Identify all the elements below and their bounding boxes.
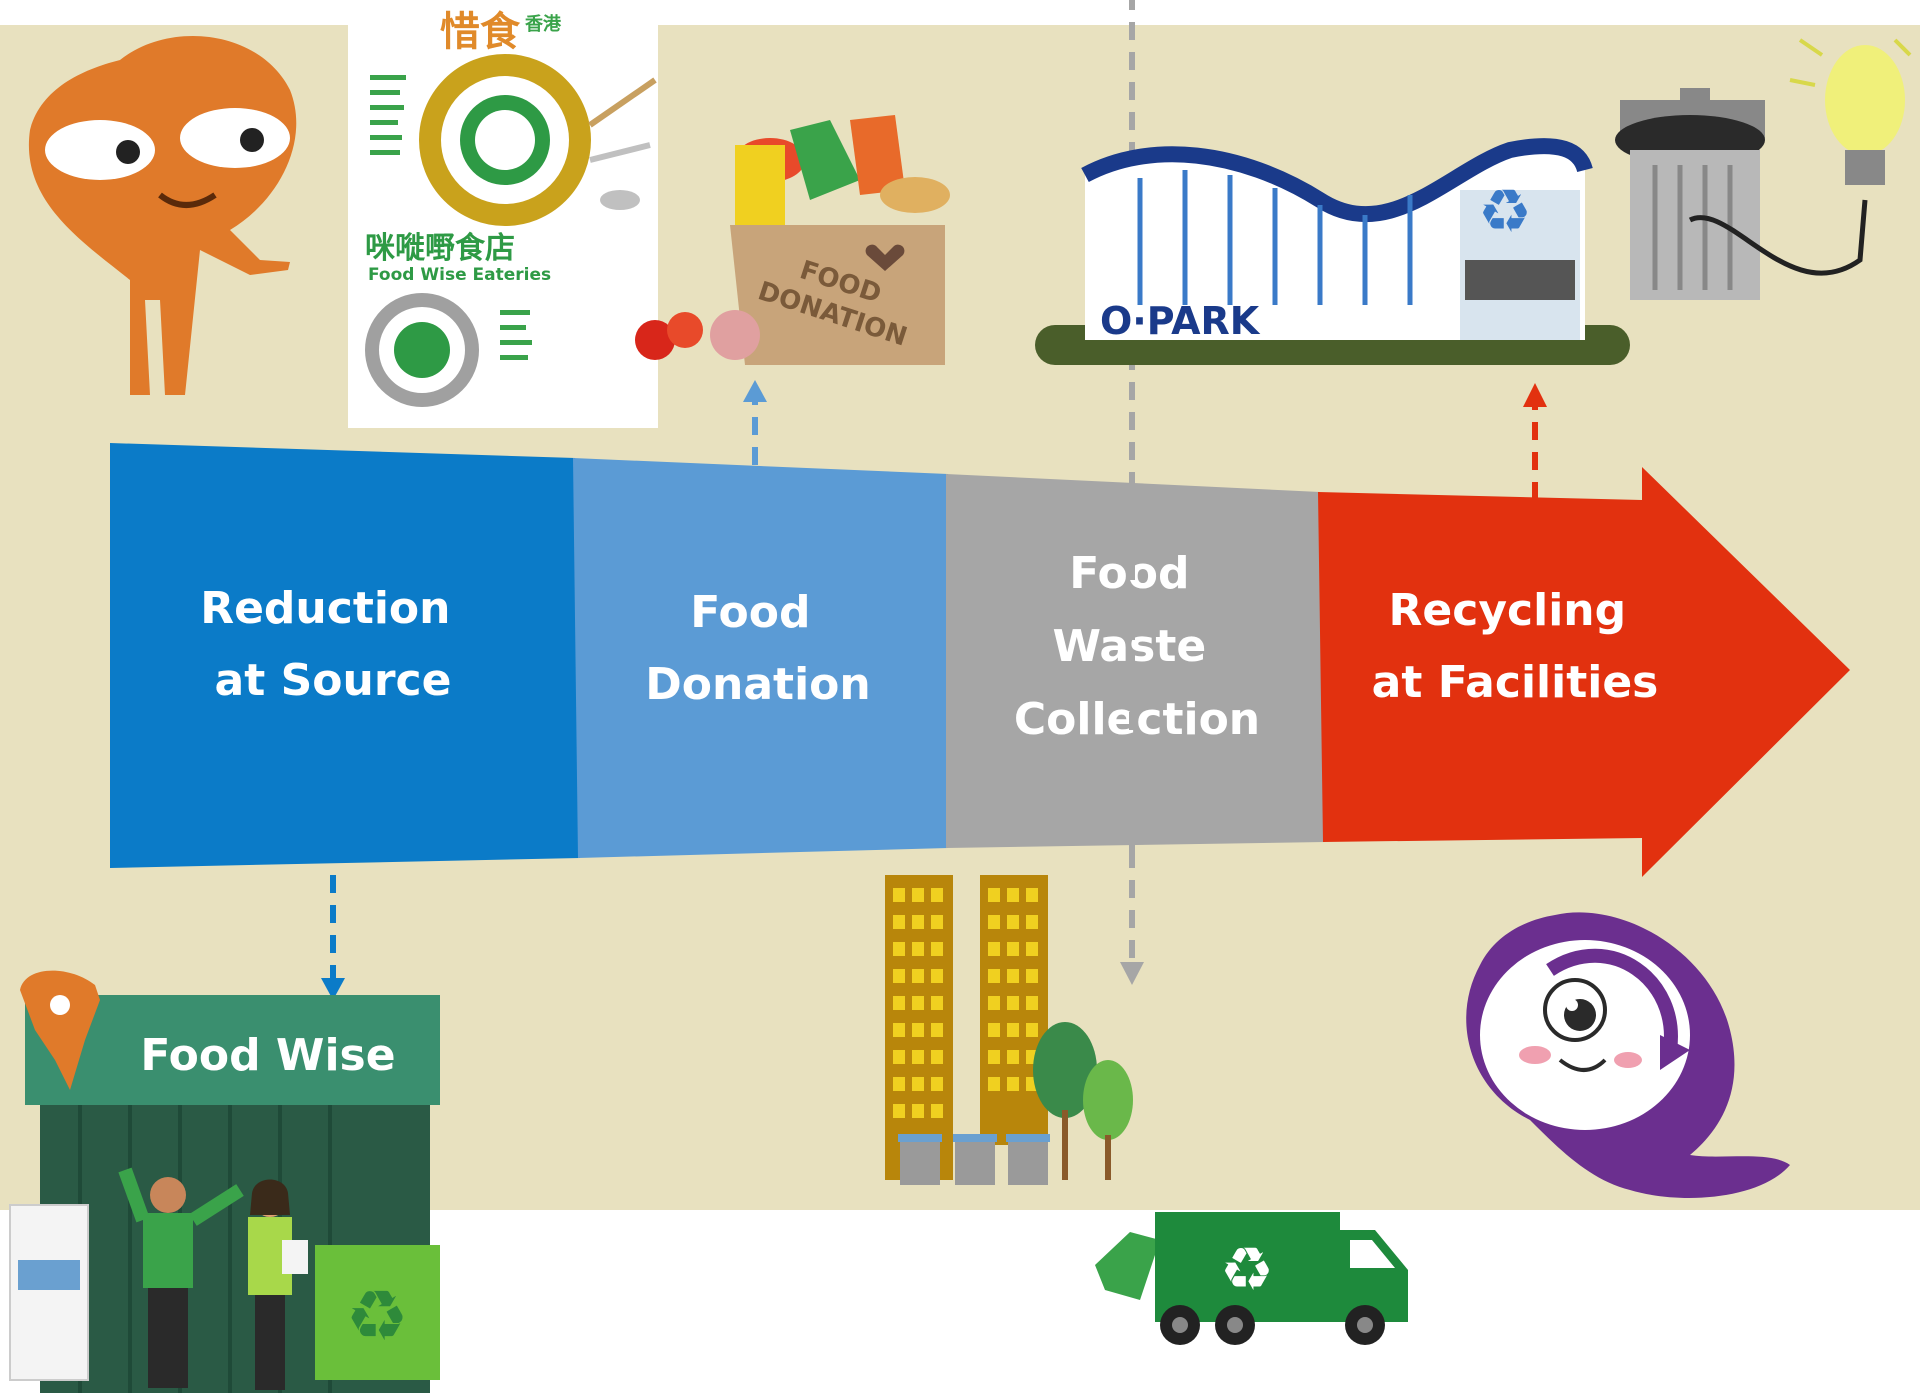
stage-recycling-arrowhead [1318,467,1850,877]
process-arrow: Reduction at Source Food Donation Food W… [110,443,1850,877]
purple-mascot-icon [1466,912,1790,1198]
connector-collection [1120,0,1144,985]
trees-icon [1033,1022,1133,1180]
kiosk-icon: Food Wise ♻ [9,970,440,1393]
stage-reduction-label: Reduction at Source [200,583,466,706]
recycle-bins-icon [898,1134,1050,1185]
connector-recycling [1523,383,1547,500]
stage-donation-block [573,458,948,858]
stage-donation-label: Food Donation [645,587,870,710]
truck-icon: ♻ [1095,1212,1408,1345]
opark-building-icon: O·PARK ♻ [1035,138,1630,365]
poster-sub-en: Food Wise Eateries [368,265,551,285]
stage-recycling-label: Recycling at Facilities [1372,585,1659,708]
power-cable [1688,199,1868,276]
svg-text:♻: ♻ [1220,1235,1274,1305]
bin-icon [1615,88,1765,300]
stage-collection-label: Food Waste Collection [1014,548,1260,745]
recycle-icon: ♻ [1478,177,1532,247]
svg-text:♻: ♻ [346,1275,409,1357]
poster-sub-cn: 咪嘥嘢食店 [365,231,515,266]
opark-label: O·PARK [1100,299,1261,343]
buildings-icon [885,875,1048,1180]
lightbulb-icon [1789,38,1912,185]
poster-title-cn-small: 香港 [524,14,562,35]
stage-collection-block [946,474,1325,848]
stage-reduction-block [110,443,580,868]
connector-reduction [321,875,345,1000]
connector-donation [743,380,767,465]
orange-mascot-icon [28,36,297,395]
poster-title-cn: 惜食 [440,9,521,55]
poster-icon: 惜食 香港 咪嘥嘢食店 Food Wise Eateries [348,0,658,428]
food-wise-sign: Food Wise [140,1030,395,1081]
donation-box-icon: FOOD DONATION [635,115,950,365]
